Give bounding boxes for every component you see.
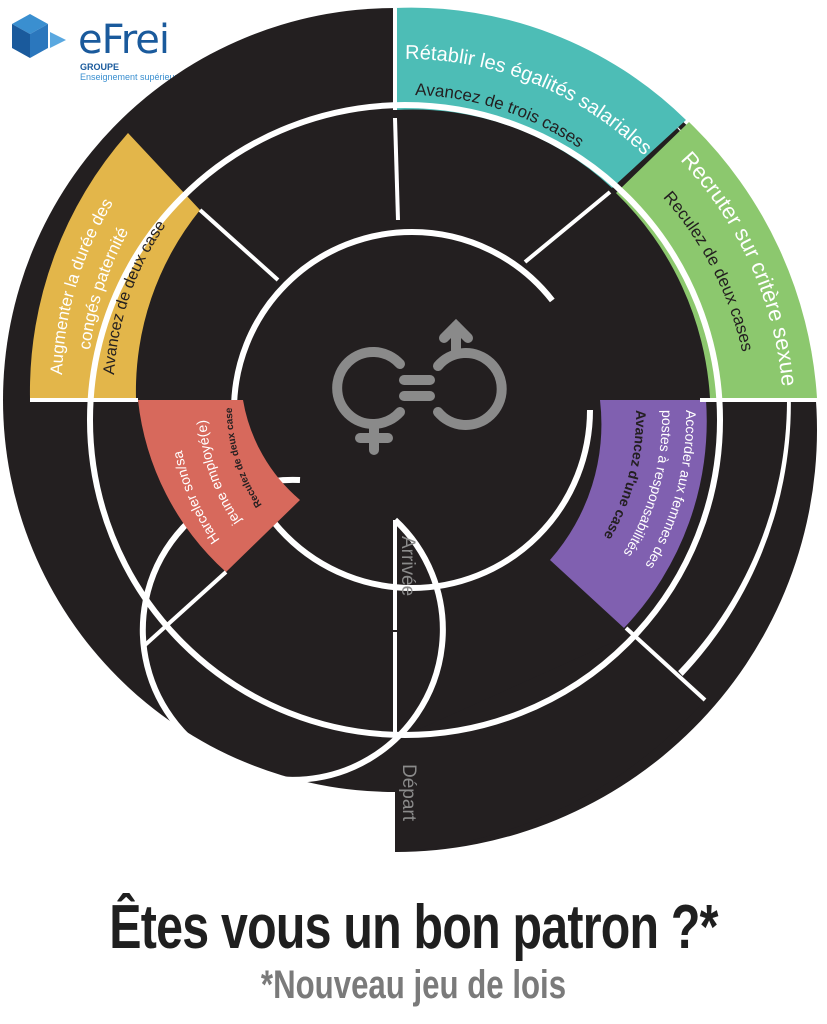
cell-purple xyxy=(550,400,707,628)
game-board: Rétablir les égalités salariales Avancez… xyxy=(0,0,817,852)
cell-green xyxy=(616,122,817,398)
start-tail xyxy=(395,630,705,852)
inner-ring-border xyxy=(139,476,446,783)
logo-groupe: GROUPE xyxy=(80,62,120,72)
finish-label: Arrivée xyxy=(397,536,418,596)
efrei-logo: eFrei GROUPE Enseignement supérieur xyxy=(10,10,190,82)
middle-ring-border xyxy=(87,102,723,738)
cell-dividers xyxy=(30,8,817,740)
cell-red xyxy=(138,400,300,572)
page-subtitle: *Nouveau jeu de lois xyxy=(260,963,567,1007)
logo-wordmark: eFrei xyxy=(78,17,170,63)
gender-equality-icon xyxy=(332,318,507,455)
logo-tagline: Enseignement supérieur xyxy=(80,72,178,82)
cube-logo-icon xyxy=(12,14,66,58)
start-label: Départ xyxy=(398,764,419,822)
cell-yellow xyxy=(29,133,201,398)
cell-teal xyxy=(395,7,686,189)
page-title: Êtes vous un bon patron ?* xyxy=(109,893,718,962)
